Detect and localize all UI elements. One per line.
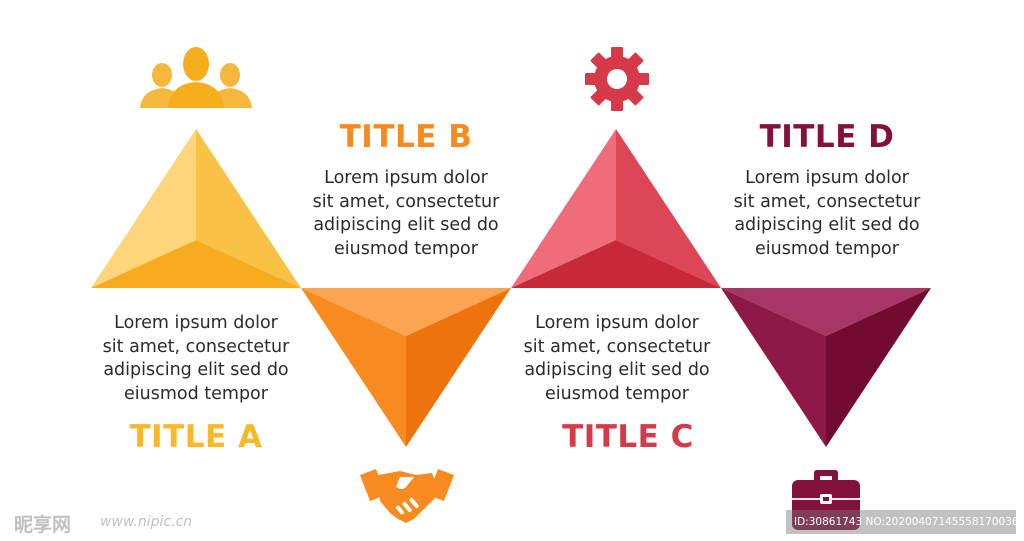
briefcase-icon (792, 470, 860, 530)
title-b: TITLE B (339, 119, 473, 155)
watermark-site: www.nipic.cn (100, 514, 193, 530)
people-group-icon (140, 47, 252, 108)
watermark-logo: 昵享网 (14, 514, 72, 536)
title-d: TITLE D (759, 119, 895, 155)
title-c: TITLE C (562, 419, 694, 455)
pyramid-b (301, 288, 511, 447)
gear-icon (585, 47, 649, 111)
pyramid-c (511, 129, 721, 288)
pyramid-d (721, 288, 931, 447)
watermark-id: ID:30861743 NO:20200407145558170036 (786, 510, 1019, 534)
pyramid-a (91, 129, 301, 288)
text-d: Lorem ipsum dolor sit amet, consectetur … (733, 168, 921, 259)
handshake-icon (360, 469, 454, 523)
title-a: TITLE A (129, 419, 263, 455)
text-b: Lorem ipsum dolor sit amet, consectetur … (312, 168, 500, 259)
text-c: Lorem ipsum dolor sit amet, consectetur … (523, 313, 711, 404)
text-a: Lorem ipsum dolor sit amet, consectetur … (102, 313, 290, 404)
